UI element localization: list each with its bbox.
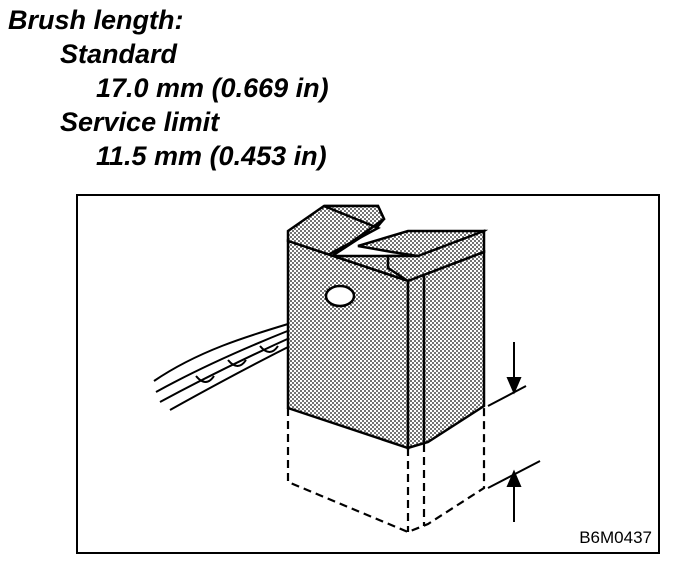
standard-value: 17.0 mm (0.669 in) bbox=[96, 73, 329, 103]
standard-label: Standard bbox=[60, 39, 178, 69]
service-limit-label: Service limit bbox=[60, 107, 220, 137]
brush-side-face bbox=[406, 250, 486, 450]
brush-drawing bbox=[153, 204, 541, 534]
wire-eyelet bbox=[324, 284, 356, 308]
figure-code: B6M0437 bbox=[579, 528, 652, 547]
service-limit-value: 11.5 mm (0.453 in) bbox=[96, 141, 327, 171]
brush-illustration: B6M0437 bbox=[76, 194, 660, 554]
brush-length-heading: Brush length: bbox=[8, 5, 184, 35]
new-brush-outline bbox=[286, 406, 486, 534]
measurement-markers bbox=[487, 342, 541, 522]
